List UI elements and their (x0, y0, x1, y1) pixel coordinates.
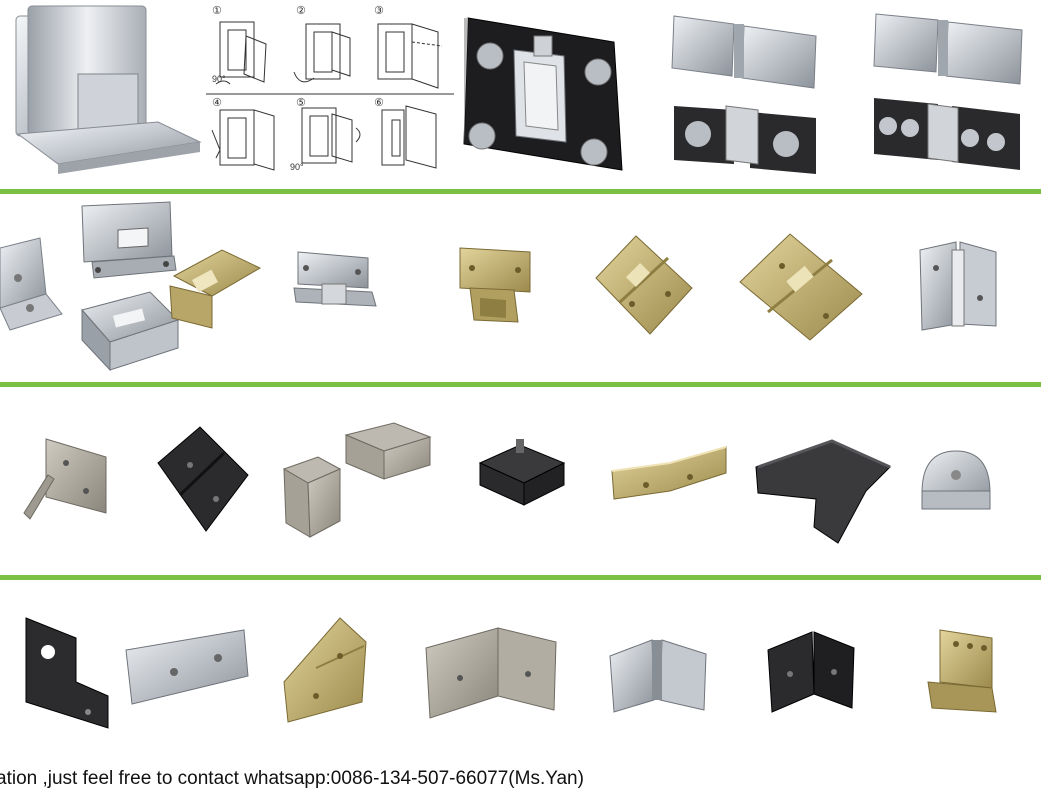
chrome-hinge-partial-image (0, 237, 65, 338)
chrome-glass-clamp-image (124, 628, 254, 708)
instruction-step-6: ⑥ (374, 96, 384, 109)
contact-footer-text: ation ,just feel free to contact whatsap… (0, 768, 584, 789)
black-corner-clamp-image (766, 630, 856, 715)
chrome-double-glass-clamp-image (608, 634, 708, 714)
nickel-corner-clamp-image (424, 622, 559, 722)
product-row-3 (0, 387, 1041, 575)
brass-angled-clamp-image (280, 616, 370, 726)
chrome-glass-to-glass-hinge-image (916, 238, 1001, 333)
chrome-shelf-clamp-image (916, 447, 996, 517)
instruction-step-3: ③ (374, 4, 384, 17)
brass-flat-hinge-image (592, 234, 697, 339)
brass-hinge-image (168, 246, 263, 331)
chrome-hinge-bottom-image (80, 290, 180, 380)
brass-angle-connector-image (610, 443, 730, 513)
brass-90-degree-hinge-image (456, 242, 536, 327)
angle-label-step-5: 90° (290, 162, 304, 172)
product-row-4 (0, 580, 1041, 765)
black-glass-hinge-image (462, 12, 627, 172)
brass-l-clamp-image (926, 628, 1001, 718)
flat-chrome-hinge-pair-2 (872, 12, 1027, 177)
brass-large-flat-hinge-image (736, 232, 866, 342)
section-divider-2 (0, 382, 1041, 387)
chrome-wall-hinge-image (8, 5, 203, 176)
instruction-step-2: ② (296, 4, 306, 17)
section-divider-1 (0, 189, 1041, 194)
installation-instructions-diagram: ① ② ③ ④ ⑤ ⑥ 90° 90° (206, 2, 454, 180)
chrome-hinge-top-image (78, 200, 178, 280)
angle-label-step-1: 90° (212, 74, 226, 84)
black-3-way-connector-image (478, 439, 568, 509)
nickel-corner-bracket-2 (344, 421, 434, 481)
instruction-step-4: ④ (212, 96, 222, 109)
black-l-bracket-image (22, 616, 112, 731)
black-glass-clamp-image (156, 425, 251, 535)
product-row-2 (0, 194, 1041, 382)
chrome-offset-hinge-image (292, 248, 382, 313)
nickel-corner-bracket-1 (280, 451, 345, 539)
black-t-connector-image (754, 431, 894, 546)
instruction-step-1: ① (212, 4, 222, 17)
instruction-step-5: ⑤ (296, 96, 306, 109)
nickel-bracket-image (22, 437, 112, 522)
flat-chrome-hinge-pair-1 (670, 14, 820, 179)
product-row-1: ① ② ③ ④ ⑤ ⑥ 90° 90° (0, 0, 1041, 188)
section-divider-3 (0, 575, 1041, 580)
